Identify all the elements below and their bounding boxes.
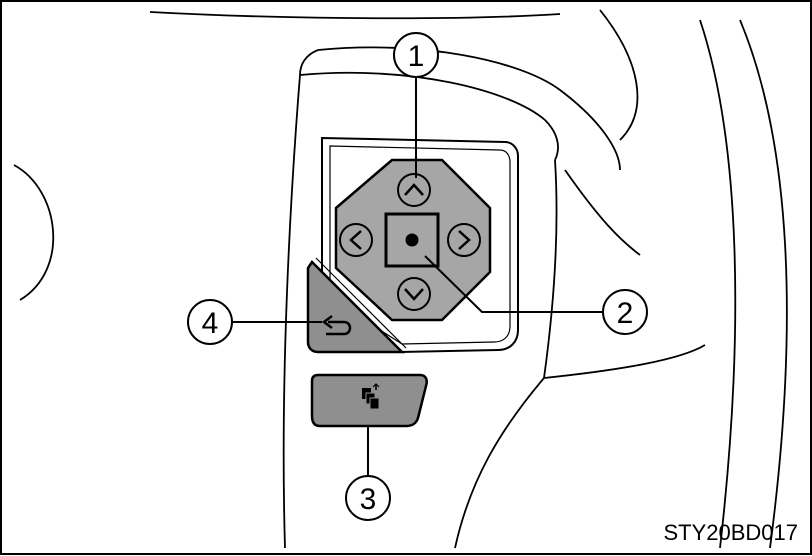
callout-4: 4 (187, 299, 233, 345)
back-button-edge (315, 257, 407, 349)
chevron-right-icon (458, 230, 471, 250)
callout-4-circle (187, 299, 233, 345)
callout-3-label: 3 (360, 483, 377, 516)
chevron-left-icon (349, 230, 362, 250)
down-button-ring[interactable] (397, 277, 431, 311)
back-button-shape[interactable] (306, 260, 406, 354)
up-button-ring[interactable] (397, 173, 431, 207)
back-button[interactable] (306, 257, 407, 354)
down-button[interactable] (397, 277, 431, 311)
leader-lines (232, 78, 602, 476)
display-button[interactable] (310, 373, 428, 428)
dot-icon (405, 233, 419, 247)
return-arrow-icon (321, 315, 352, 336)
wheel-lower-spoke-line (543, 344, 706, 379)
leader-line-2 (424, 255, 602, 313)
wheel-inner-right-curve (699, 19, 737, 549)
callout-3-circle (345, 475, 391, 521)
callout-2: 2 (602, 289, 648, 335)
wheel-top-curve (149, 11, 561, 20)
right-button[interactable] (447, 223, 481, 257)
left-button-ring[interactable] (339, 223, 373, 257)
up-button[interactable] (397, 173, 431, 207)
callout-4-label: 4 (202, 307, 219, 340)
callout-2-label: 2 (617, 297, 634, 330)
callout-3: 3 (345, 475, 391, 521)
left-button[interactable] (339, 223, 373, 257)
steering-wheel-outline (13, 9, 788, 549)
enter-button[interactable] (384, 212, 440, 268)
housing-right-edge (543, 159, 558, 379)
housing-top-edge (317, 46, 621, 171)
wheel-upper-right-curve (599, 9, 639, 141)
housing-inner-top-edge (299, 71, 559, 161)
switch-housing (282, 46, 621, 549)
callout-1: 1 (393, 32, 439, 78)
switch-panel-outline (321, 136, 519, 354)
figure-code: STY20BD017 (663, 520, 798, 545)
housing-left-edge (282, 49, 319, 549)
wheel-lower-curve (454, 377, 545, 549)
switch-panel-inner-outline (329, 145, 511, 345)
right-button-ring[interactable] (447, 223, 481, 257)
callout-1-label: 1 (408, 40, 425, 73)
wheel-left-arc (13, 164, 55, 301)
chevron-up-icon (404, 183, 424, 196)
display-mode-icon (362, 383, 380, 410)
callout-1-circle (393, 32, 439, 78)
chevron-down-icon (404, 288, 424, 301)
callout-2-circle (602, 289, 648, 335)
wheel-spoke-line (564, 169, 641, 256)
wheel-outer-right-curve (739, 19, 788, 549)
